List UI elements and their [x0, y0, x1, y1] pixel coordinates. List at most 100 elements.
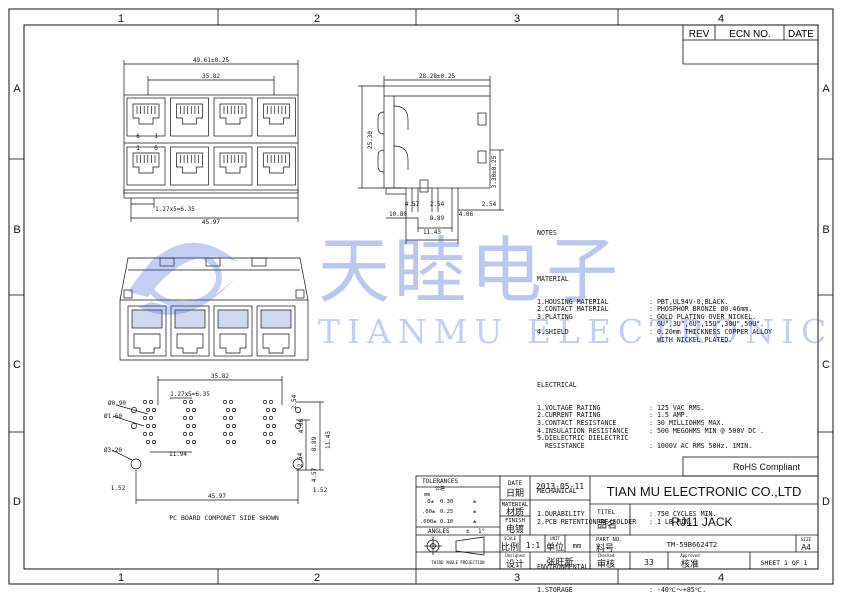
angles-label: ANGLES: [428, 528, 450, 535]
zone-row-a-right: A: [822, 83, 830, 95]
pcb-contact-hole: [229, 400, 233, 404]
material-key: 4.SHIELD: [537, 327, 569, 336]
mechanical-key: 1.DURABILITY: [537, 510, 585, 519]
pcb-contact-hole: [229, 432, 233, 436]
pcb-contact-hole: [189, 432, 193, 436]
dim-side-457: 4.57: [405, 201, 420, 208]
dim-side-1143: 11.43: [423, 229, 441, 236]
dim-pcb-889: 8.89: [311, 436, 318, 451]
ecn-header: ECN NO.: [729, 29, 771, 40]
material-row: 1.HOUSING MATERIAL: PBT,UL94V-0,BLACK.: [537, 297, 772, 307]
dim-side-254b: 2.54: [482, 201, 497, 208]
front-port-outline: [126, 146, 166, 186]
tolerances-label: TOLERANCES: [422, 478, 459, 485]
pcb-contact-hole: [269, 432, 273, 436]
finish-label: FINISH: [505, 518, 525, 524]
dim-side-height: 25.30: [367, 131, 374, 149]
electrical-key: RESISTANCE: [537, 441, 585, 450]
pcb-contact-hole: [146, 424, 150, 428]
pcb-contact-hole: [183, 416, 187, 420]
environmental-heading: ENVIRONMENTAL:: [537, 563, 593, 572]
rev-header: REV: [689, 29, 710, 40]
designed-cn: 设计: [506, 558, 524, 569]
tol-row-1-b: 0.30: [440, 499, 453, 505]
zone-col-1-bottom: 1: [118, 572, 124, 584]
pcb-contact-hole: [226, 408, 230, 412]
electrical-value: : 125 VAC RMS.: [649, 403, 705, 412]
front-port-outline: [170, 97, 209, 137]
titel-cn: 品名: [597, 518, 617, 531]
material-value: : GOLD PLATING OVER NICKEL.: [649, 312, 757, 321]
persp-port-outline: [213, 305, 253, 357]
side-view: [358, 76, 504, 244]
dim-pcb-width: 45.97: [208, 493, 226, 500]
dim-pcb-1143: 11.43: [325, 431, 332, 449]
material-row: 4.SHIELD: 0.20mm THICKNESS COPPER ALLOY: [537, 327, 772, 337]
pcb-contact-hole: [192, 408, 196, 412]
scale-label: SCALE: [504, 536, 517, 541]
perspective-view-ports: [127, 305, 296, 357]
dim-pcb-320: Ø3.20: [104, 447, 122, 454]
front-port-outline: [213, 97, 253, 137]
tol-mm: mm: [424, 492, 430, 498]
dim-side-889: 8.89: [430, 215, 445, 222]
pcb-contact-hole: [266, 424, 270, 428]
unit-label: UNIT: [550, 536, 560, 541]
pcb-contact-hole: [272, 424, 276, 428]
pcb-contact-hole: [189, 416, 193, 420]
electrical-row: 3.CONTACT RESISTANCE: 30 MILLIOHMS MAX.: [537, 419, 772, 428]
pcb-contact-hole: [266, 440, 270, 444]
pcb-contact-hole: [143, 416, 147, 420]
rohs-label: RoHS Compliant: [733, 462, 801, 472]
company-name: TIAN MU ELECTRONIC CO.,LTD: [607, 484, 802, 499]
tol-row-2-b: 0.25: [440, 509, 453, 515]
electrical-heading: ELECTRICAL: [537, 381, 577, 390]
dim-pcb-406: 4.06: [298, 418, 305, 433]
approved-label: Approved: [680, 553, 700, 558]
pin-label-1-top: 1: [154, 133, 158, 140]
dim-pcb-254a: 2.54: [291, 394, 298, 409]
tol-row-3-b: 0.10: [440, 519, 453, 525]
front-port-outline: [257, 97, 296, 137]
pcb-contact-hole: [263, 416, 267, 420]
dim-pcb-1194: 11.94: [169, 451, 187, 458]
zone-col-3-bottom: 3: [514, 572, 520, 584]
tol-row-3-a: .000±: [420, 519, 437, 525]
checked-value: 33: [644, 558, 654, 567]
dim-front-pitch: 1.27x5=6.35: [155, 206, 195, 213]
pcb-contact-hole: [146, 408, 150, 412]
title-value: RJ11 JACK: [671, 515, 732, 529]
front-port-opening: [176, 103, 203, 125]
persp-port-opening: [176, 333, 204, 354]
electrical-value: : 30 MILLIOHMS MAX.: [649, 419, 725, 428]
pcb-contact-hole: [186, 440, 190, 444]
pcb-contact-hole: [186, 408, 190, 412]
revision-block: REV ECN NO. DATE: [682, 24, 819, 65]
zone-row-a-left: A: [13, 83, 21, 95]
tol-row-1-c: ±: [473, 499, 477, 505]
watermark-en: TIANMU ELECTRONIC: [318, 312, 834, 351]
pcb-contact-hole: [149, 400, 153, 404]
material-list: 1.HOUSING MATERIAL: PBT,UL94V-0,BLACK.2.…: [537, 297, 772, 345]
mechanical-row: 1.DURABILITY: 750 CYCLES MIN.: [537, 511, 772, 519]
pcb-contact-hole: [149, 432, 153, 436]
material-value: WITH NICKEL PLATED.: [649, 335, 733, 344]
size-label: SIZE: [801, 537, 812, 543]
sheet-label: SHEET 1 OF 1: [761, 559, 808, 567]
mechanical-key: 2.PCB RETENTIONPRE-SOLDER: [537, 517, 637, 526]
material-key: 1.HOUSING MATERIAL: [537, 297, 609, 306]
date-value: 2013-05-11: [536, 482, 584, 491]
tol-row-2-a: .00±: [422, 509, 436, 515]
front-view-ports: [126, 97, 296, 186]
electrical-row: 4.INSULATION RESISTANCE: 500 MEGOHMS MIN…: [537, 427, 772, 436]
third-angle-label: THIRD ANGLE PROJECTION: [432, 560, 486, 565]
pcb-contact-hole: [189, 400, 193, 404]
mechanical-row: 2.PCB RETENTIONPRE-SOLDER: 1 LB MIN.: [537, 517, 772, 527]
persp-port-opening: [219, 333, 247, 354]
front-port-outline: [257, 146, 296, 186]
front-port-opening: [132, 103, 160, 125]
front-port-outline: [170, 146, 209, 186]
pcb-mount-hole: [131, 407, 137, 413]
front-port-opening: [219, 152, 247, 174]
